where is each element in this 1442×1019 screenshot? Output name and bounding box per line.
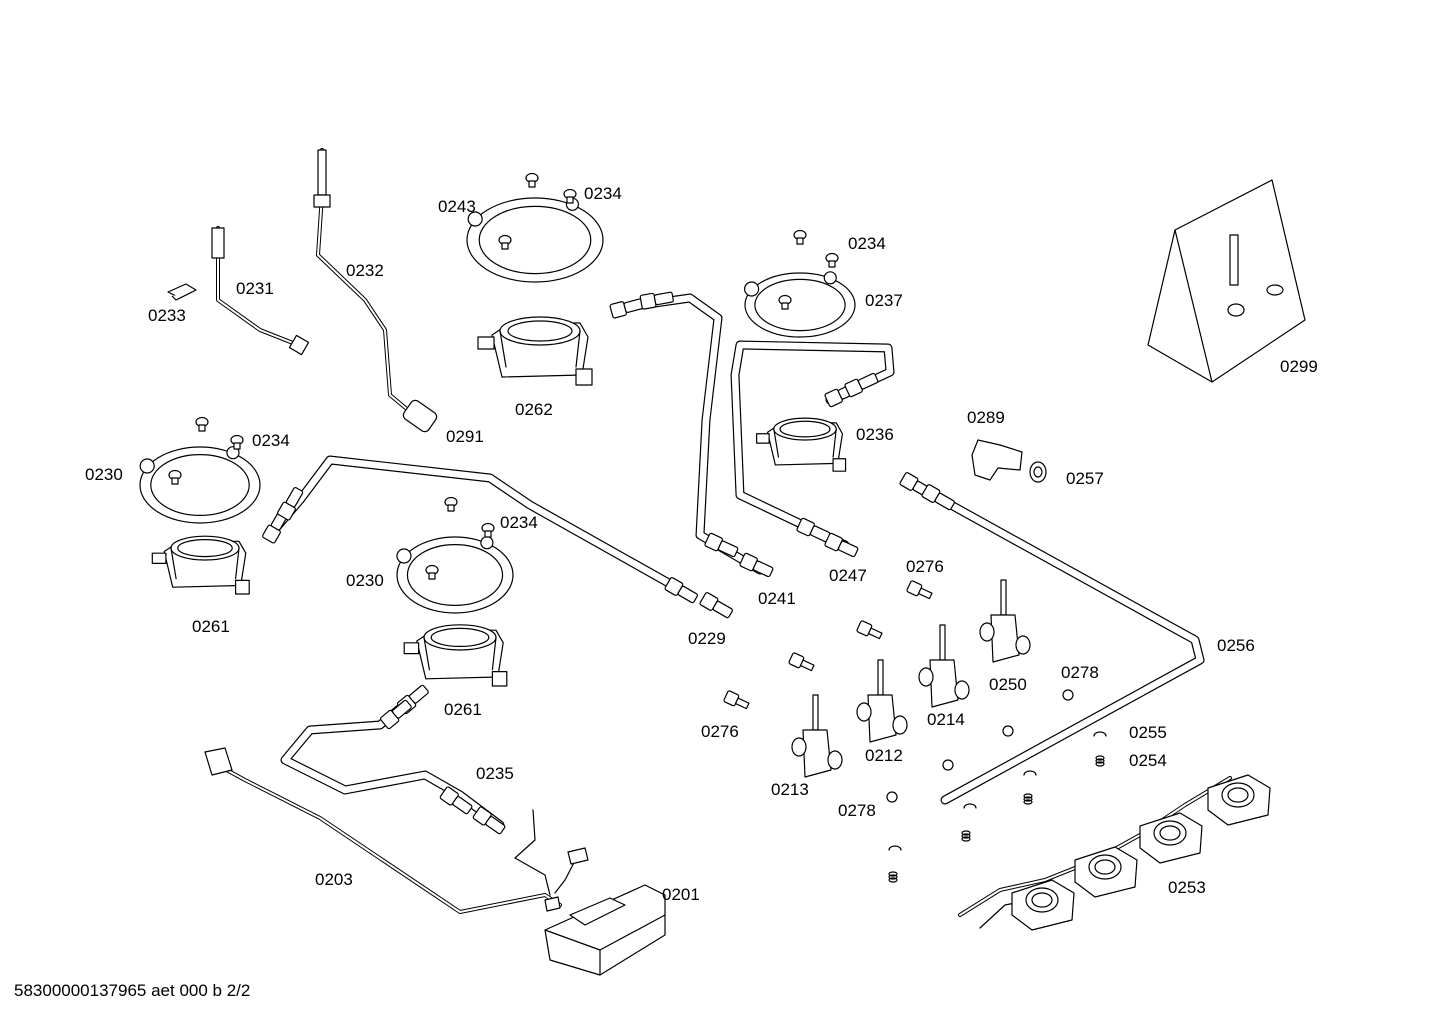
clip	[888, 845, 902, 851]
part-label-0299: 0299	[1280, 357, 1318, 376]
pipe-fitting	[844, 372, 879, 398]
injector	[723, 690, 750, 710]
gas-valve	[979, 579, 1031, 663]
gas-valve	[856, 659, 908, 743]
pipe-fitting	[439, 786, 473, 815]
pipe-fitting	[379, 699, 412, 730]
screw	[168, 469, 182, 485]
part-label-0232: 0232	[346, 261, 384, 280]
injector	[788, 652, 815, 672]
screw	[481, 522, 495, 538]
part-label-0261: 0261	[192, 617, 230, 636]
part-label-0214: 0214	[927, 710, 965, 729]
seal-ring	[886, 791, 898, 803]
injector	[906, 580, 933, 600]
part-label-0229: 0229	[688, 629, 726, 648]
pipe-fitting	[796, 517, 831, 543]
part-label-0257: 0257	[1066, 469, 1104, 488]
part-label-0236: 0236	[856, 425, 894, 444]
seal-ring	[1062, 689, 1074, 701]
part-label-0291: 0291	[446, 427, 484, 446]
spark-module	[1011, 879, 1075, 931]
part-label-0289: 0289	[967, 408, 1005, 427]
part-label-0213: 0213	[771, 780, 809, 799]
gasket-ring	[466, 197, 604, 283]
screw	[444, 496, 458, 512]
part-label-0276: 0276	[906, 557, 944, 576]
pipe-fitting	[609, 298, 644, 319]
gasket-ring	[139, 446, 261, 524]
pipe-fitting	[921, 484, 955, 511]
part-label-0233: 0233	[148, 306, 186, 325]
pipe-fitting	[639, 291, 674, 310]
gasket-ring	[743, 271, 856, 338]
pipe-fitting	[824, 532, 859, 558]
spring	[1023, 793, 1033, 805]
part-label-0254: 0254	[1129, 751, 1167, 770]
part-label-0276: 0276	[701, 722, 739, 741]
spring	[961, 830, 971, 842]
part-label-0237: 0237	[865, 291, 903, 310]
part-label-0201: 0201	[662, 885, 700, 904]
spring	[1095, 755, 1105, 767]
pipe-fitting	[899, 472, 933, 499]
part-label-0250: 0250	[989, 675, 1027, 694]
gas-valve	[791, 694, 843, 778]
screw	[563, 188, 577, 204]
part-label-0278: 0278	[1061, 663, 1099, 682]
screw	[778, 294, 792, 310]
pipe-fitting	[739, 552, 774, 578]
part-label-0234: 0234	[500, 513, 538, 532]
pipe-fitting	[699, 592, 733, 619]
pipe-fitting	[664, 577, 698, 604]
seal-ring	[942, 759, 954, 771]
clip	[1093, 731, 1107, 737]
pipe-fitting	[277, 487, 304, 521]
screw	[825, 252, 839, 268]
burner-body	[403, 624, 508, 687]
part-label-0230: 0230	[346, 571, 384, 590]
gasket-ring	[396, 536, 514, 614]
pipe-fitting	[704, 532, 739, 558]
drawing-reference-footer: 58300000137965 aet 000 b 2/2	[14, 981, 251, 1000]
part-label-0234: 0234	[848, 234, 886, 253]
screw	[230, 434, 244, 450]
part-label-0262: 0262	[515, 400, 553, 419]
part-label-0231: 0231	[236, 279, 274, 298]
part-label-0243: 0243	[438, 197, 476, 216]
part-label-0255: 0255	[1129, 723, 1167, 742]
part-label-0235: 0235	[476, 764, 514, 783]
clip	[1023, 770, 1037, 776]
screw	[425, 564, 439, 580]
part-label-0261: 0261	[444, 700, 482, 719]
part-label-0241: 0241	[758, 589, 796, 608]
injector	[856, 620, 883, 640]
screw	[525, 172, 539, 188]
part-label-0278: 0278	[838, 801, 876, 820]
part-label-0247: 0247	[829, 566, 867, 585]
screw	[498, 234, 512, 250]
spark-module	[1207, 774, 1271, 826]
part-label-0203: 0203	[315, 870, 353, 889]
spring	[888, 871, 898, 883]
part-label-0212: 0212	[865, 746, 903, 765]
part-label-0234: 0234	[252, 431, 290, 450]
burner-body	[756, 417, 847, 472]
pipe-fitting	[472, 806, 506, 835]
part-label-0256: 0256	[1217, 636, 1255, 655]
clip	[963, 803, 977, 809]
part-label-0230: 0230	[85, 465, 123, 484]
part-label-0234: 0234	[584, 184, 622, 203]
gas-valve	[918, 624, 970, 708]
part-label-0253: 0253	[1168, 878, 1206, 897]
spark-module	[1139, 812, 1203, 864]
seal-ring	[1002, 725, 1014, 737]
screw	[195, 416, 209, 432]
burner-body	[477, 316, 593, 386]
burner-body	[151, 535, 250, 595]
screw	[793, 229, 807, 245]
spark-module	[1074, 846, 1138, 898]
